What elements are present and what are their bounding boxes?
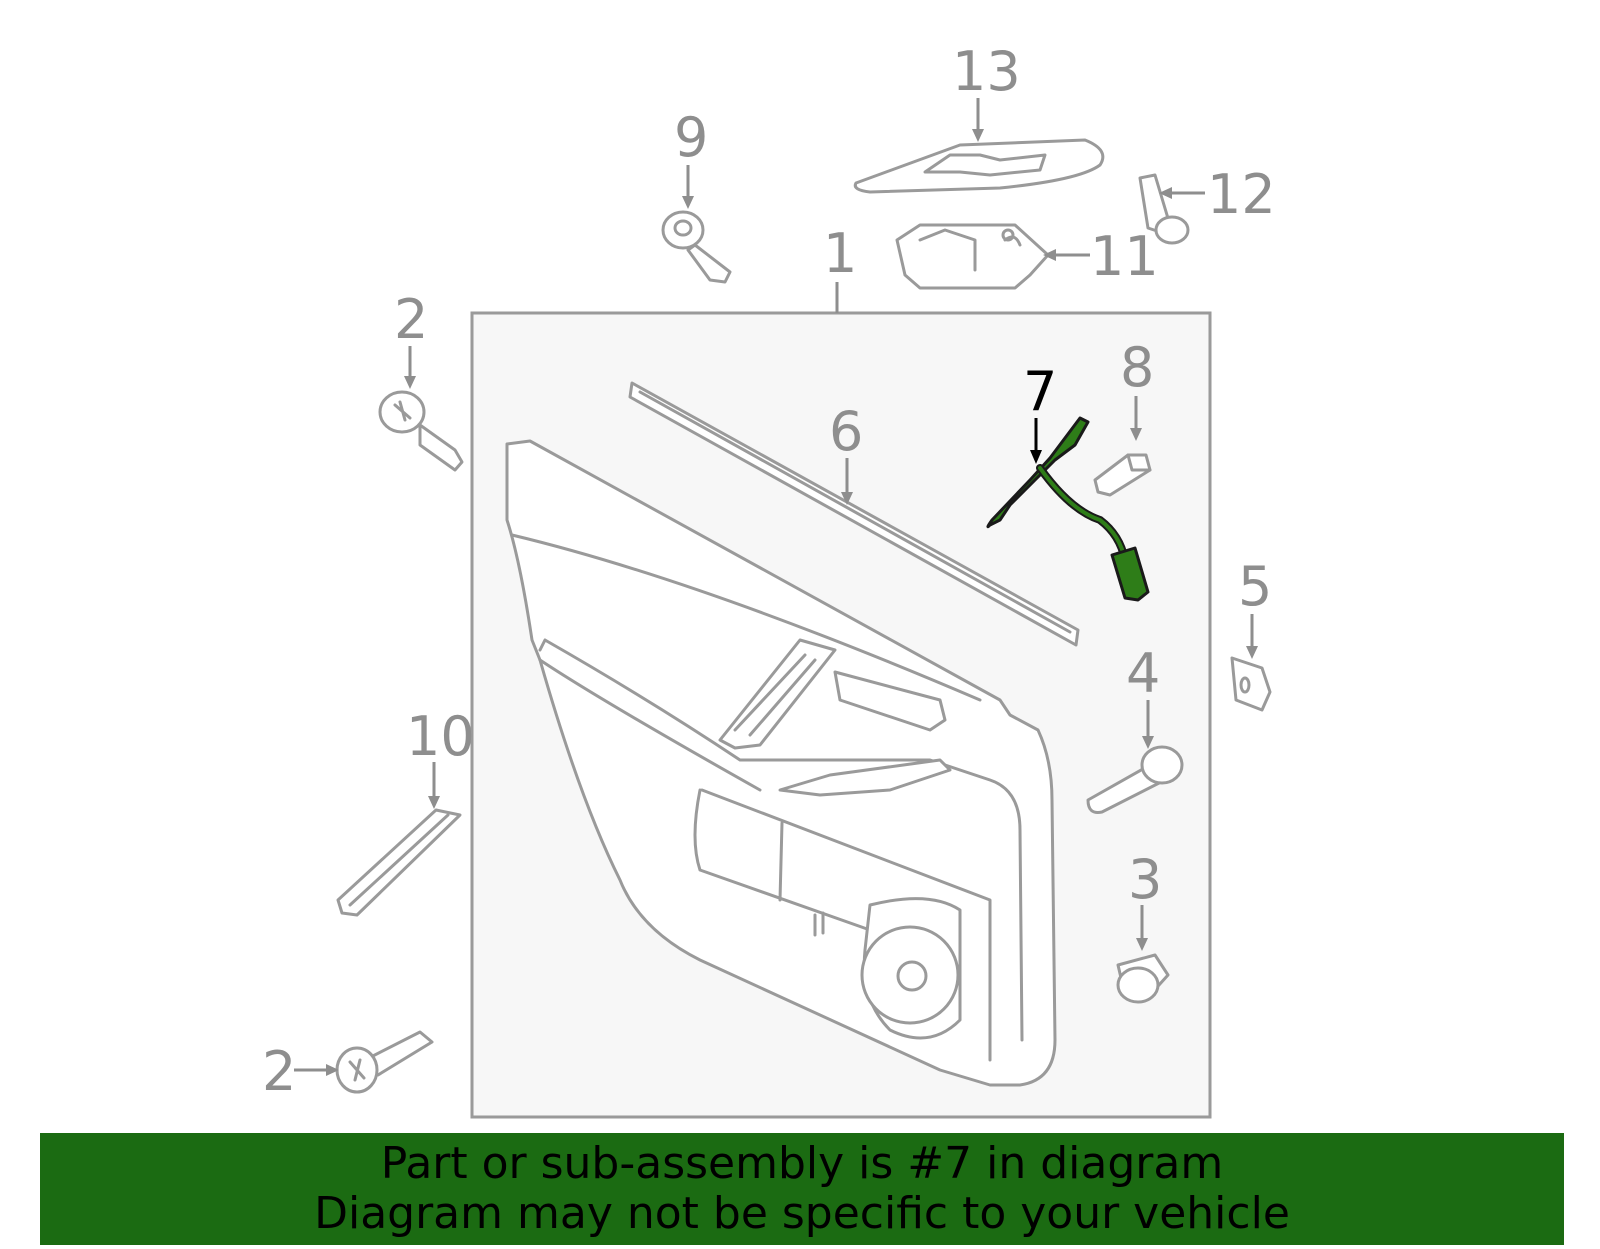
arrowhead-9 [682, 196, 694, 209]
screw-4-icon [1086, 745, 1184, 814]
arrowhead-2-upper [404, 376, 416, 389]
push-clip-3-icon [1116, 953, 1170, 1004]
callout-10: 10 [406, 705, 475, 768]
screw-2-lower-icon [335, 1030, 434, 1094]
screw-2-upper-icon [378, 390, 464, 472]
arrowhead-2-lower [326, 1064, 339, 1076]
speaker-grille-icon [860, 925, 960, 1025]
clip-nut-5-icon [1230, 656, 1272, 712]
arrowhead-7 [1030, 450, 1042, 464]
trim-strip-10-icon [336, 808, 462, 917]
screw-12-icon [1138, 173, 1190, 245]
callout-1: 1 [823, 222, 857, 285]
callout-13: 13 [952, 40, 1021, 103]
callout-8: 8 [1120, 336, 1154, 399]
door-trim-panel [505, 439, 1057, 1087]
belt-weatherstrip [628, 381, 1080, 647]
banner-line-2: Diagram may not be specific to your vehi… [314, 1188, 1290, 1239]
callout-2-lower: 2 [262, 1040, 296, 1103]
arrowhead-13 [972, 129, 984, 142]
callout-12: 12 [1207, 163, 1276, 226]
clip-8-icon [1093, 453, 1152, 497]
callout-2-upper: 2 [394, 288, 428, 351]
arrowhead-10 [428, 796, 440, 809]
arrowhead-8 [1130, 428, 1142, 441]
armrest-cover-13-icon [853, 138, 1105, 194]
arrowhead-12 [1159, 187, 1172, 199]
banner-line-1: Part or sub-assembly is #7 in diagram [380, 1138, 1224, 1189]
arrowhead-6 [841, 492, 853, 505]
callout-4: 4 [1126, 642, 1160, 705]
callout-3: 3 [1128, 848, 1162, 911]
clip-9-icon [661, 210, 732, 284]
arrowhead-4 [1142, 736, 1154, 749]
callout-9: 9 [674, 106, 708, 169]
callout-6: 6 [829, 400, 863, 463]
arrowhead-11 [1043, 249, 1056, 261]
callout-7: 7 [1023, 360, 1057, 423]
arrowhead-5 [1246, 646, 1258, 659]
callout-11: 11 [1090, 225, 1159, 288]
wiring-harness-highlight [986, 416, 1150, 602]
arrowhead-3 [1136, 938, 1148, 951]
switch-bezel-11-icon [895, 223, 1050, 290]
callout-5: 5 [1238, 555, 1272, 618]
part-notice-banner: Part or sub-assembly is #7 in diagram Di… [40, 1133, 1564, 1245]
